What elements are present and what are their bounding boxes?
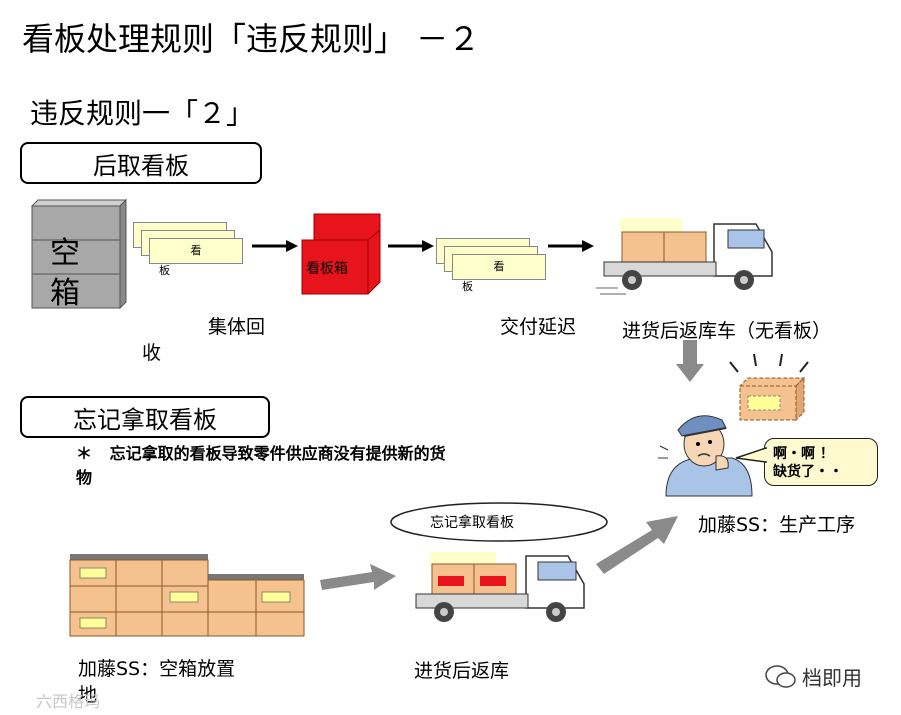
watermark-right: 档即用 <box>802 666 862 690</box>
truck-caption: 进货后返库 <box>414 660 510 682</box>
section1-label-box: 后取看板 <box>20 142 262 184</box>
empty-box-stack <box>30 198 128 310</box>
empty-box-text-2: 箱 <box>50 276 80 311</box>
arrow-right-gray-icon <box>320 564 396 590</box>
worker-caption: 加藤SS：生产工序 <box>698 514 856 536</box>
kanban-card-front-2: 看 <box>452 254 546 280</box>
forget-note: ＊ 忘记拿取的看板导致零件供应商没有提供新的货物 <box>76 442 446 490</box>
page-subtitle: 违反规则一「２」 <box>30 97 255 130</box>
caption-return-truck: 进货后返库车（无看板） <box>622 320 832 342</box>
truck-icon <box>415 552 585 622</box>
caption-delay: 交付延迟 <box>500 316 577 338</box>
kanban-card-front: 看 <box>149 238 243 264</box>
forget-bubble-text: 忘记拿取看板 <box>430 515 514 531</box>
arrow-right-icon <box>548 240 594 252</box>
section2-label: 忘记拿取看板 <box>73 405 217 434</box>
caption-collect-a: 集体回 <box>208 316 266 338</box>
worker-speech-line1: 啊・啊 ！ <box>773 446 834 462</box>
worker-speech-bubble: 啊・啊 ！ 缺货了・・ <box>764 438 878 486</box>
storage-caption-b: 地 <box>78 684 98 706</box>
kanban-card-sub: 板 <box>159 264 170 277</box>
note-text: 忘记拿取的看板导致零件供应商没有提供新的货物 <box>76 444 446 487</box>
empty-box-text-1: 空 <box>50 236 80 271</box>
page-title: 看板处理规则「违反规则」 －２ <box>22 20 481 58</box>
worker-icon <box>658 415 753 497</box>
note-star: ＊ <box>76 444 93 463</box>
kanban-box <box>301 213 381 295</box>
caption-collect-b: 收 <box>142 342 162 364</box>
wechat-icon <box>765 665 796 688</box>
watermark-left: 六西格玛 <box>36 692 101 711</box>
empty-box-storage <box>69 554 305 637</box>
storage-caption-a: 加藤SS：空箱放置 <box>78 658 236 680</box>
truck-icon <box>596 218 773 295</box>
forget-bubble-shape <box>390 502 608 542</box>
arrow-right-icon <box>388 240 434 252</box>
arrow-right-icon <box>252 240 298 252</box>
kanban-card-sub-2: 板 <box>462 280 473 293</box>
section2-label-box: 忘记拿取看板 <box>20 396 270 438</box>
kanban-card-text: 看 <box>190 244 202 257</box>
section1-label: 后取看板 <box>93 151 189 180</box>
kanban-box-label: 看板箱 <box>306 261 348 277</box>
missing-part-box <box>729 353 809 422</box>
arrow-diagonal-icon <box>596 516 678 574</box>
kanban-card-text-2: 看 <box>493 260 505 273</box>
arrow-down-icon <box>676 340 704 382</box>
speech-tail-icon <box>735 446 768 463</box>
worker-speech-line2: 缺货了・・ <box>773 464 843 480</box>
